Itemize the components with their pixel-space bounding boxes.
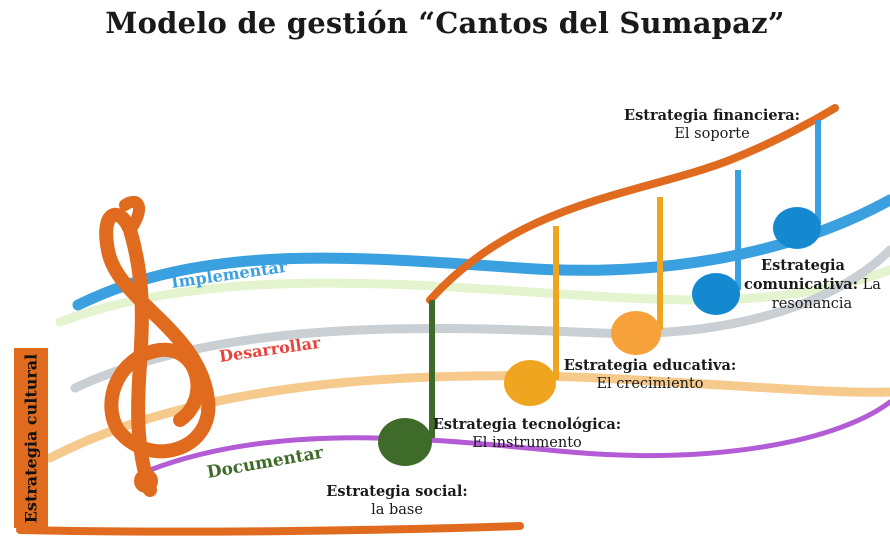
label-comunicativa-heading-1: Estrategia: [761, 257, 845, 274]
label-financiera: Estrategia financiera: El soporte: [620, 106, 804, 144]
beam-curve: [426, 104, 839, 304]
note-comunicativa-2: [773, 120, 821, 249]
note-comunicativa-1: [692, 170, 741, 315]
label-tecnologica-sub: El instrumento: [472, 435, 582, 451]
staff-line-blue: [72, 194, 890, 311]
side-label-cultural: Estrategia cultural: [14, 348, 48, 528]
label-financiera-heading: Estrategia financiera:: [624, 107, 800, 124]
treble-clef-dot: [134, 469, 158, 493]
diagram-title: Modelo de gestión “Cantos del Sumapaz”: [105, 6, 785, 40]
note-educativa: [611, 197, 663, 355]
label-educativa: Estrategia educativa: El crecimiento: [562, 356, 738, 394]
note-social: [378, 300, 435, 466]
label-financiera-sub: El soporte: [674, 126, 750, 142]
base-bar: [16, 522, 524, 536]
note-tecnologica: [504, 226, 559, 406]
label-comunicativa-sub: resonancia: [771, 296, 853, 312]
label-social-sub: la base: [371, 502, 423, 518]
label-tecnologica-heading: Estrategia tecnológica:: [432, 416, 622, 433]
label-comunicativa: Estrategia comunicativa: La resonancia: [744, 256, 890, 314]
label-educativa-sub: El crecimiento: [596, 376, 704, 392]
label-educativa-heading: Estrategia educativa:: [563, 357, 737, 374]
label-tecnologica: Estrategia tecnológica: El instrumento: [432, 415, 622, 453]
treble-clef-icon: [99, 195, 216, 497]
staff-line-light-green: [55, 265, 890, 327]
label-social-heading: Estrategia social:: [326, 483, 468, 500]
staff-line-purple: [147, 399, 890, 473]
label-comunicativa-sub-inline: La: [862, 277, 881, 293]
label-social: Estrategia social: la base: [322, 482, 472, 520]
side-label-text: Estrategia cultural: [21, 353, 41, 523]
label-comunicativa-heading-2: comunicativa:: [744, 276, 859, 293]
